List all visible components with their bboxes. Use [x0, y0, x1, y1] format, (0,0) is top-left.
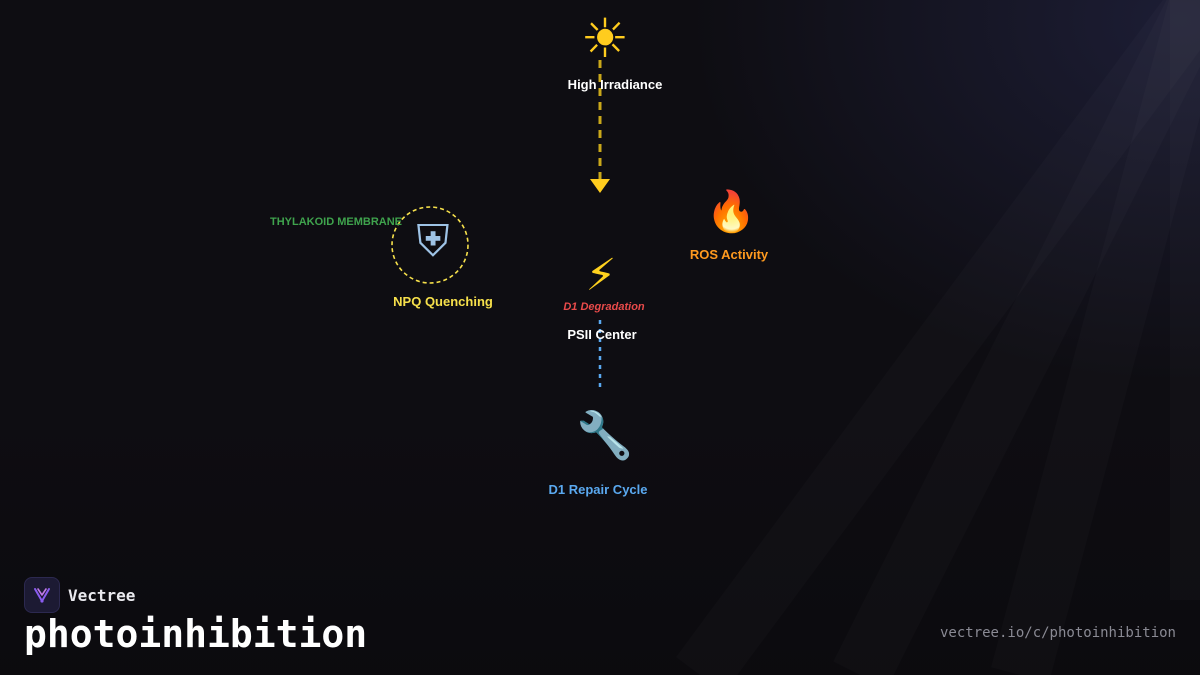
wrench-icon: 🔧 — [576, 408, 634, 462]
fire-icon: 🔥 — [706, 189, 756, 235]
d1-degradation-label: D1 Degradation — [563, 301, 645, 313]
page-title: photoinhibition — [24, 612, 368, 656]
lightning-bolt-icon: ⚡ — [585, 250, 617, 301]
edge-arrowhead — [590, 179, 610, 193]
node-label-ros-activity: ROS Activity — [689, 247, 769, 262]
sun-icon: ☀ — [580, 7, 630, 70]
vectree-logo-icon — [24, 577, 60, 613]
node-label-d1-repair-cycle: D1 Repair Cycle — [548, 482, 648, 497]
brand[interactable]: Vectree — [24, 577, 135, 613]
npq-ring — [391, 206, 469, 284]
page-url-link[interactable]: vectree.io/c/photoinhibition — [939, 625, 1176, 641]
node-label-high-irradiance: High Irradiance — [567, 77, 663, 92]
node-label-psii-center: PSII Center — [567, 327, 637, 342]
brand-name: Vectree — [68, 585, 136, 605]
shield-icon: ⛨ — [416, 216, 450, 267]
node-label-npq-quenching: NPQ Quenching — [393, 294, 493, 309]
thylakoid-membrane-label: THYLAKOID MEMBRANE — [270, 216, 402, 228]
